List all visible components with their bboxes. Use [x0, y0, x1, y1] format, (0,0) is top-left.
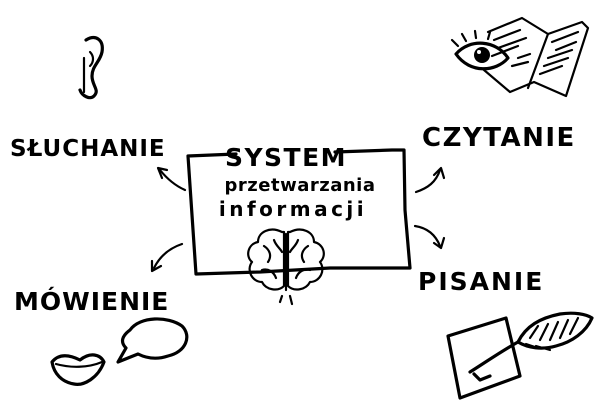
center-subtitle-line2: informacji [219, 197, 367, 221]
eye-book-icon [450, 16, 590, 98]
center-box: SYSTEM przetwarzania informacji [186, 143, 412, 306]
center-title: SYSTEM [225, 143, 347, 172]
node-reading-label: CZYTANIE [422, 123, 576, 153]
brain-icon [247, 228, 325, 306]
arrow-to-reading [414, 168, 442, 194]
center-subtitle-line1: przetwarzania [225, 175, 376, 196]
arrow-to-writing [413, 224, 442, 248]
arrow-to-listening [158, 168, 187, 192]
node-listening-label: SŁUCHANIE [10, 136, 166, 162]
ear-icon [78, 36, 104, 100]
paper-quill-icon [446, 311, 594, 400]
arrow-to-speaking [152, 242, 184, 270]
mouth-speech-bubble-icon [50, 317, 189, 386]
node-writing-label: PISANIE [418, 267, 544, 296]
node-speaking-label: MÓWIENIE [14, 286, 169, 316]
arrows [150, 166, 446, 273]
